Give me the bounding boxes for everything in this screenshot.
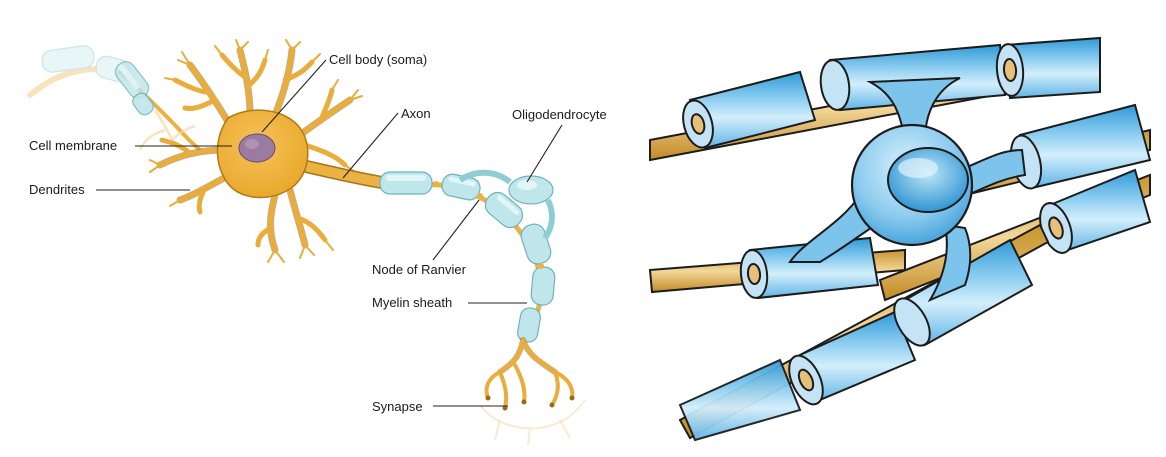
label-myelin-sheath: Myelin sheath <box>372 295 452 310</box>
nucleus <box>238 133 276 163</box>
label-synapse: Synapse <box>372 399 423 414</box>
oligodendrocyte-nucleus <box>887 147 969 213</box>
label-node-of-ranvier: Node of Ranvier <box>372 262 467 277</box>
label-axon: Axon <box>401 106 431 121</box>
myelin-segment <box>530 266 556 306</box>
upstream-myelin <box>114 61 202 152</box>
synapse-terminal <box>479 337 586 446</box>
node-of-ranvier-dot <box>477 193 483 199</box>
label-cell-body: Cell body (soma) <box>329 52 427 67</box>
label-oligodendrocyte: Oligodendrocyte <box>512 107 607 122</box>
myelinated-axon <box>379 171 556 343</box>
node-of-ranvier-dot <box>538 263 544 269</box>
axon-bundle-4 <box>648 236 906 300</box>
myelin-segment <box>520 223 552 265</box>
node-of-ranvier-dot <box>433 181 439 187</box>
leader-oligodendrocyte <box>526 124 563 183</box>
leader-node-of-ranvier <box>432 199 480 261</box>
label-dendrites: Dendrites <box>29 182 85 197</box>
neuron-illustration: Cell body (soma) Axon Oligodendrocyte Ce… <box>27 39 607 446</box>
dendrites-tree <box>149 39 363 263</box>
oligodendrocyte-cell <box>458 169 555 240</box>
axon-bundle-1 <box>649 36 1101 162</box>
myelin-segment <box>484 191 524 229</box>
myelin-segment <box>517 307 541 343</box>
leader-axon <box>342 112 399 179</box>
label-cell-membrane: Cell membrane <box>29 138 117 153</box>
leader-cell-body <box>261 59 327 133</box>
oligodendrocyte-illustration <box>648 36 1152 442</box>
